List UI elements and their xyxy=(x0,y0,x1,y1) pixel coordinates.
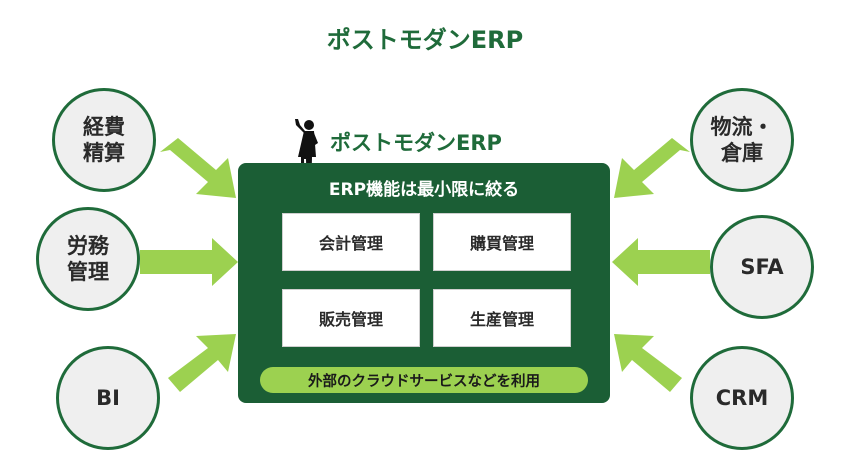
arrow-bi xyxy=(168,334,236,392)
module-koubai: 購買管理 xyxy=(433,213,571,271)
erp-panel: ERP機能は最小限に絞る 会計管理 購買管理 販売管理 生産管理 外部のクラウド… xyxy=(238,163,610,403)
arrow-keihi xyxy=(160,138,236,198)
arrow-sfa xyxy=(612,238,710,286)
circle-roumu-kanri: 労務 管理 xyxy=(36,207,140,311)
circle-crm: CRM xyxy=(690,346,794,450)
circle-butsuryu-souko: 物流・ 倉庫 xyxy=(690,88,794,192)
module-seisan: 生産管理 xyxy=(433,289,571,347)
arrow-butsuryu xyxy=(614,138,690,198)
erp-label: ポストモダンERP xyxy=(330,131,502,155)
panel-heading: ERP機能は最小限に絞る xyxy=(328,180,520,200)
circle-sfa: SFA xyxy=(710,215,814,319)
module-kaikei: 会計管理 xyxy=(282,213,420,271)
circle-bi: BI xyxy=(56,346,160,450)
circle-keihi-seisan: 経費 精算 xyxy=(52,88,156,192)
arrow-roumu xyxy=(140,238,238,286)
module-hanbai: 販売管理 xyxy=(282,289,420,347)
diagram-title: ポストモダンERP xyxy=(326,26,524,54)
cloud-services-bar: 外部のクラウドサービスなどを利用 xyxy=(260,367,588,393)
arrow-crm xyxy=(614,334,682,392)
